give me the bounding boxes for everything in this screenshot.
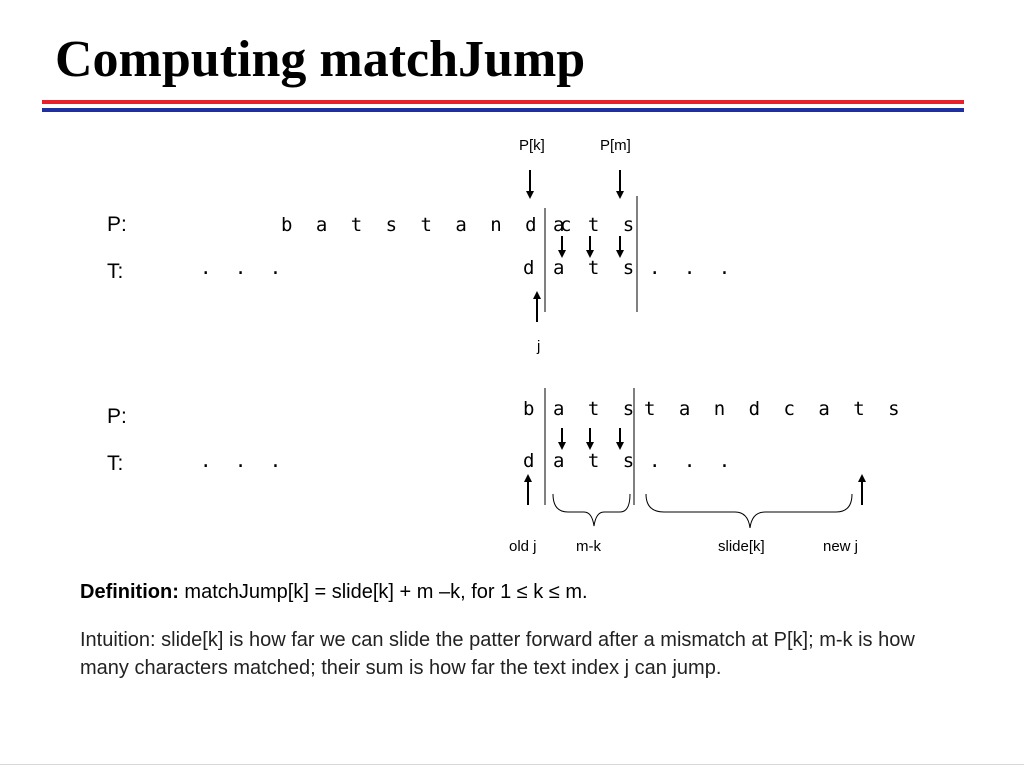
pattern-matched-2: a t s bbox=[553, 398, 641, 420]
m-k-brace bbox=[552, 493, 631, 527]
old-j-label: old j bbox=[509, 538, 537, 555]
text-mismatch-char-2: d bbox=[523, 450, 541, 472]
pattern-rest-2: t a n d c a t s bbox=[644, 398, 906, 420]
slide-k-label: slide[k] bbox=[718, 538, 765, 555]
text-dots-left-1: . . . bbox=[200, 257, 288, 279]
text-label-1: T: bbox=[107, 260, 124, 283]
definition-text: matchJump[k] = slide[k] + m –k, for 1 ≤ … bbox=[178, 581, 588, 603]
text-label-2: T: bbox=[107, 452, 124, 475]
footer-divider bbox=[0, 764, 1024, 765]
definition-label: Definition: bbox=[80, 581, 179, 603]
text-matched-1: a t s bbox=[553, 257, 641, 279]
pattern-first-char-2: b bbox=[523, 398, 541, 420]
pattern-prefix-1: b a t s t a n d c bbox=[281, 214, 578, 236]
definition-line: Definition: matchJump[k] = slide[k] + m … bbox=[80, 581, 588, 604]
text-matched-2: a t s bbox=[553, 450, 641, 472]
j-label: j bbox=[537, 338, 541, 355]
pattern-label-1: P: bbox=[107, 213, 127, 236]
text-dots-right-2: . . . bbox=[649, 450, 737, 472]
text-mismatch-char-1: d bbox=[523, 257, 541, 279]
new-j-label: new j bbox=[823, 538, 859, 555]
pattern-label-2: P: bbox=[107, 405, 127, 428]
pm-label: P[m] bbox=[600, 137, 631, 154]
slide-title: Computing matchJump bbox=[55, 31, 586, 88]
slide-k-brace bbox=[645, 493, 853, 529]
text-dots-left-2: . . . bbox=[200, 450, 288, 472]
pk-label: P[k] bbox=[519, 137, 545, 154]
title-rule-blue bbox=[42, 108, 964, 112]
title-rule-red bbox=[42, 100, 964, 104]
text-dots-right-1: . . . bbox=[649, 257, 737, 279]
m-k-label: m-k bbox=[576, 538, 601, 555]
intuition-text: Intuition: slide[k] is how far we can sl… bbox=[80, 629, 915, 679]
pattern-suffix-1: a t s bbox=[553, 214, 641, 236]
